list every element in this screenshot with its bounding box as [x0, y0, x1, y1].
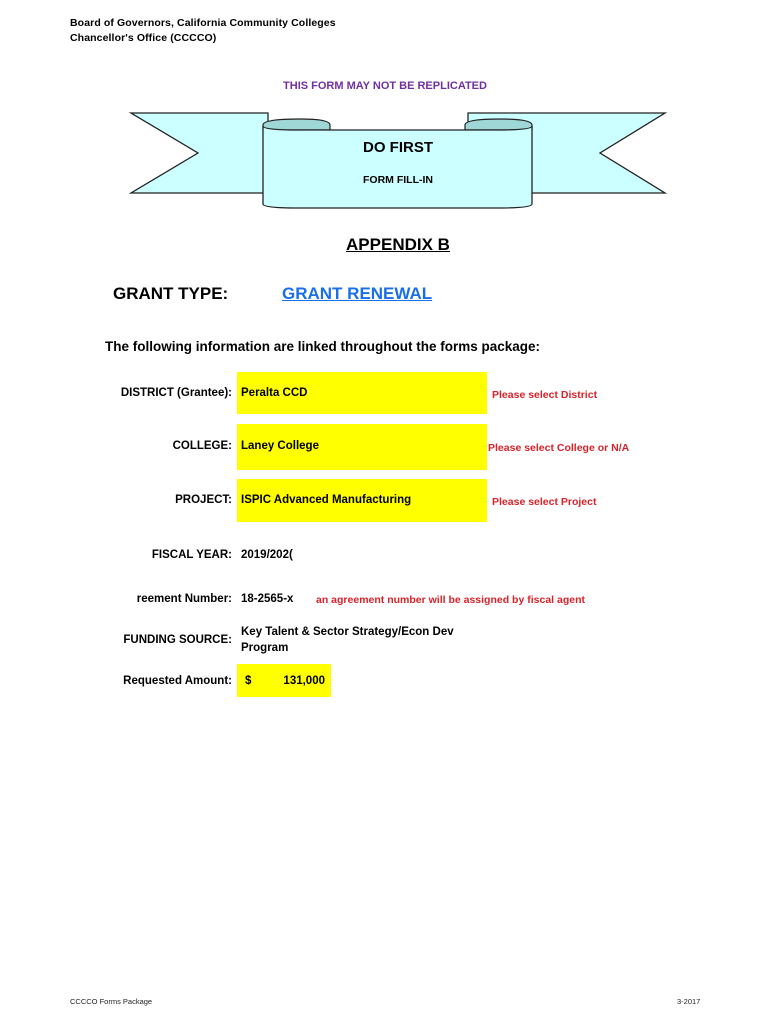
do-first-ribbon-icon [128, 112, 668, 209]
ribbon-subtitle: FORM FILL-IN [363, 174, 433, 186]
page-title: APPENDIX B [346, 235, 450, 254]
project-select[interactable]: ISPIC Advanced Manufacturing [237, 479, 487, 522]
grant-type-link[interactable]: GRANT RENEWAL [282, 284, 433, 303]
requested-amount-field[interactable]: $ 131,000 [237, 664, 331, 697]
district-hint: Please select District [492, 389, 598, 401]
office-name: Chancellor's Office (CCCCO) [70, 32, 217, 44]
agreement-number-label: reement Number: [136, 593, 232, 605]
college-select[interactable]: Laney College [237, 424, 487, 470]
college-value: Laney College [241, 440, 319, 452]
project-hint: Please select Project [492, 496, 597, 508]
ribbon-title: DO FIRST [363, 139, 433, 156]
funding-source-value-line1[interactable]: Key Talent & Sector Strategy/Econ Dev [241, 626, 454, 638]
org-name: Board of Governors, California Community… [70, 17, 336, 29]
requested-amount-label: Requested Amount: [123, 675, 232, 687]
footer-package-name: CCCCO Forms Package [70, 997, 153, 1006]
district-select[interactable]: Peralta CCD [237, 372, 487, 414]
agreement-hint: an agreement number will be assigned by … [316, 594, 585, 606]
project-label: PROJECT: [175, 494, 232, 506]
district-value: Peralta CCD [241, 387, 308, 399]
funding-source-label: FUNDING SOURCE: [123, 634, 232, 646]
replication-warning: THIS FORM MAY NOT BE REPLICATED [283, 80, 487, 92]
linked-info-note: The following information are linked thr… [105, 339, 541, 354]
footer-revision: 3-2017 [677, 997, 701, 1006]
funding-source-value-line2: Program [241, 642, 289, 654]
fiscal-year-label: FISCAL YEAR: [151, 549, 232, 561]
district-label: DISTRICT (Grantee): [120, 387, 232, 399]
grant-type-label: GRANT TYPE: [113, 284, 229, 303]
project-value: ISPIC Advanced Manufacturing [241, 494, 412, 506]
college-label: COLLEGE: [172, 440, 232, 452]
college-hint: Please select College or N/A [488, 442, 630, 454]
fiscal-year-value[interactable]: 2019/202( [241, 549, 293, 561]
currency-symbol: $ [245, 675, 252, 687]
requested-amount-value: 131,000 [283, 675, 325, 687]
agreement-number-value[interactable]: 18-2565-x [241, 593, 294, 605]
